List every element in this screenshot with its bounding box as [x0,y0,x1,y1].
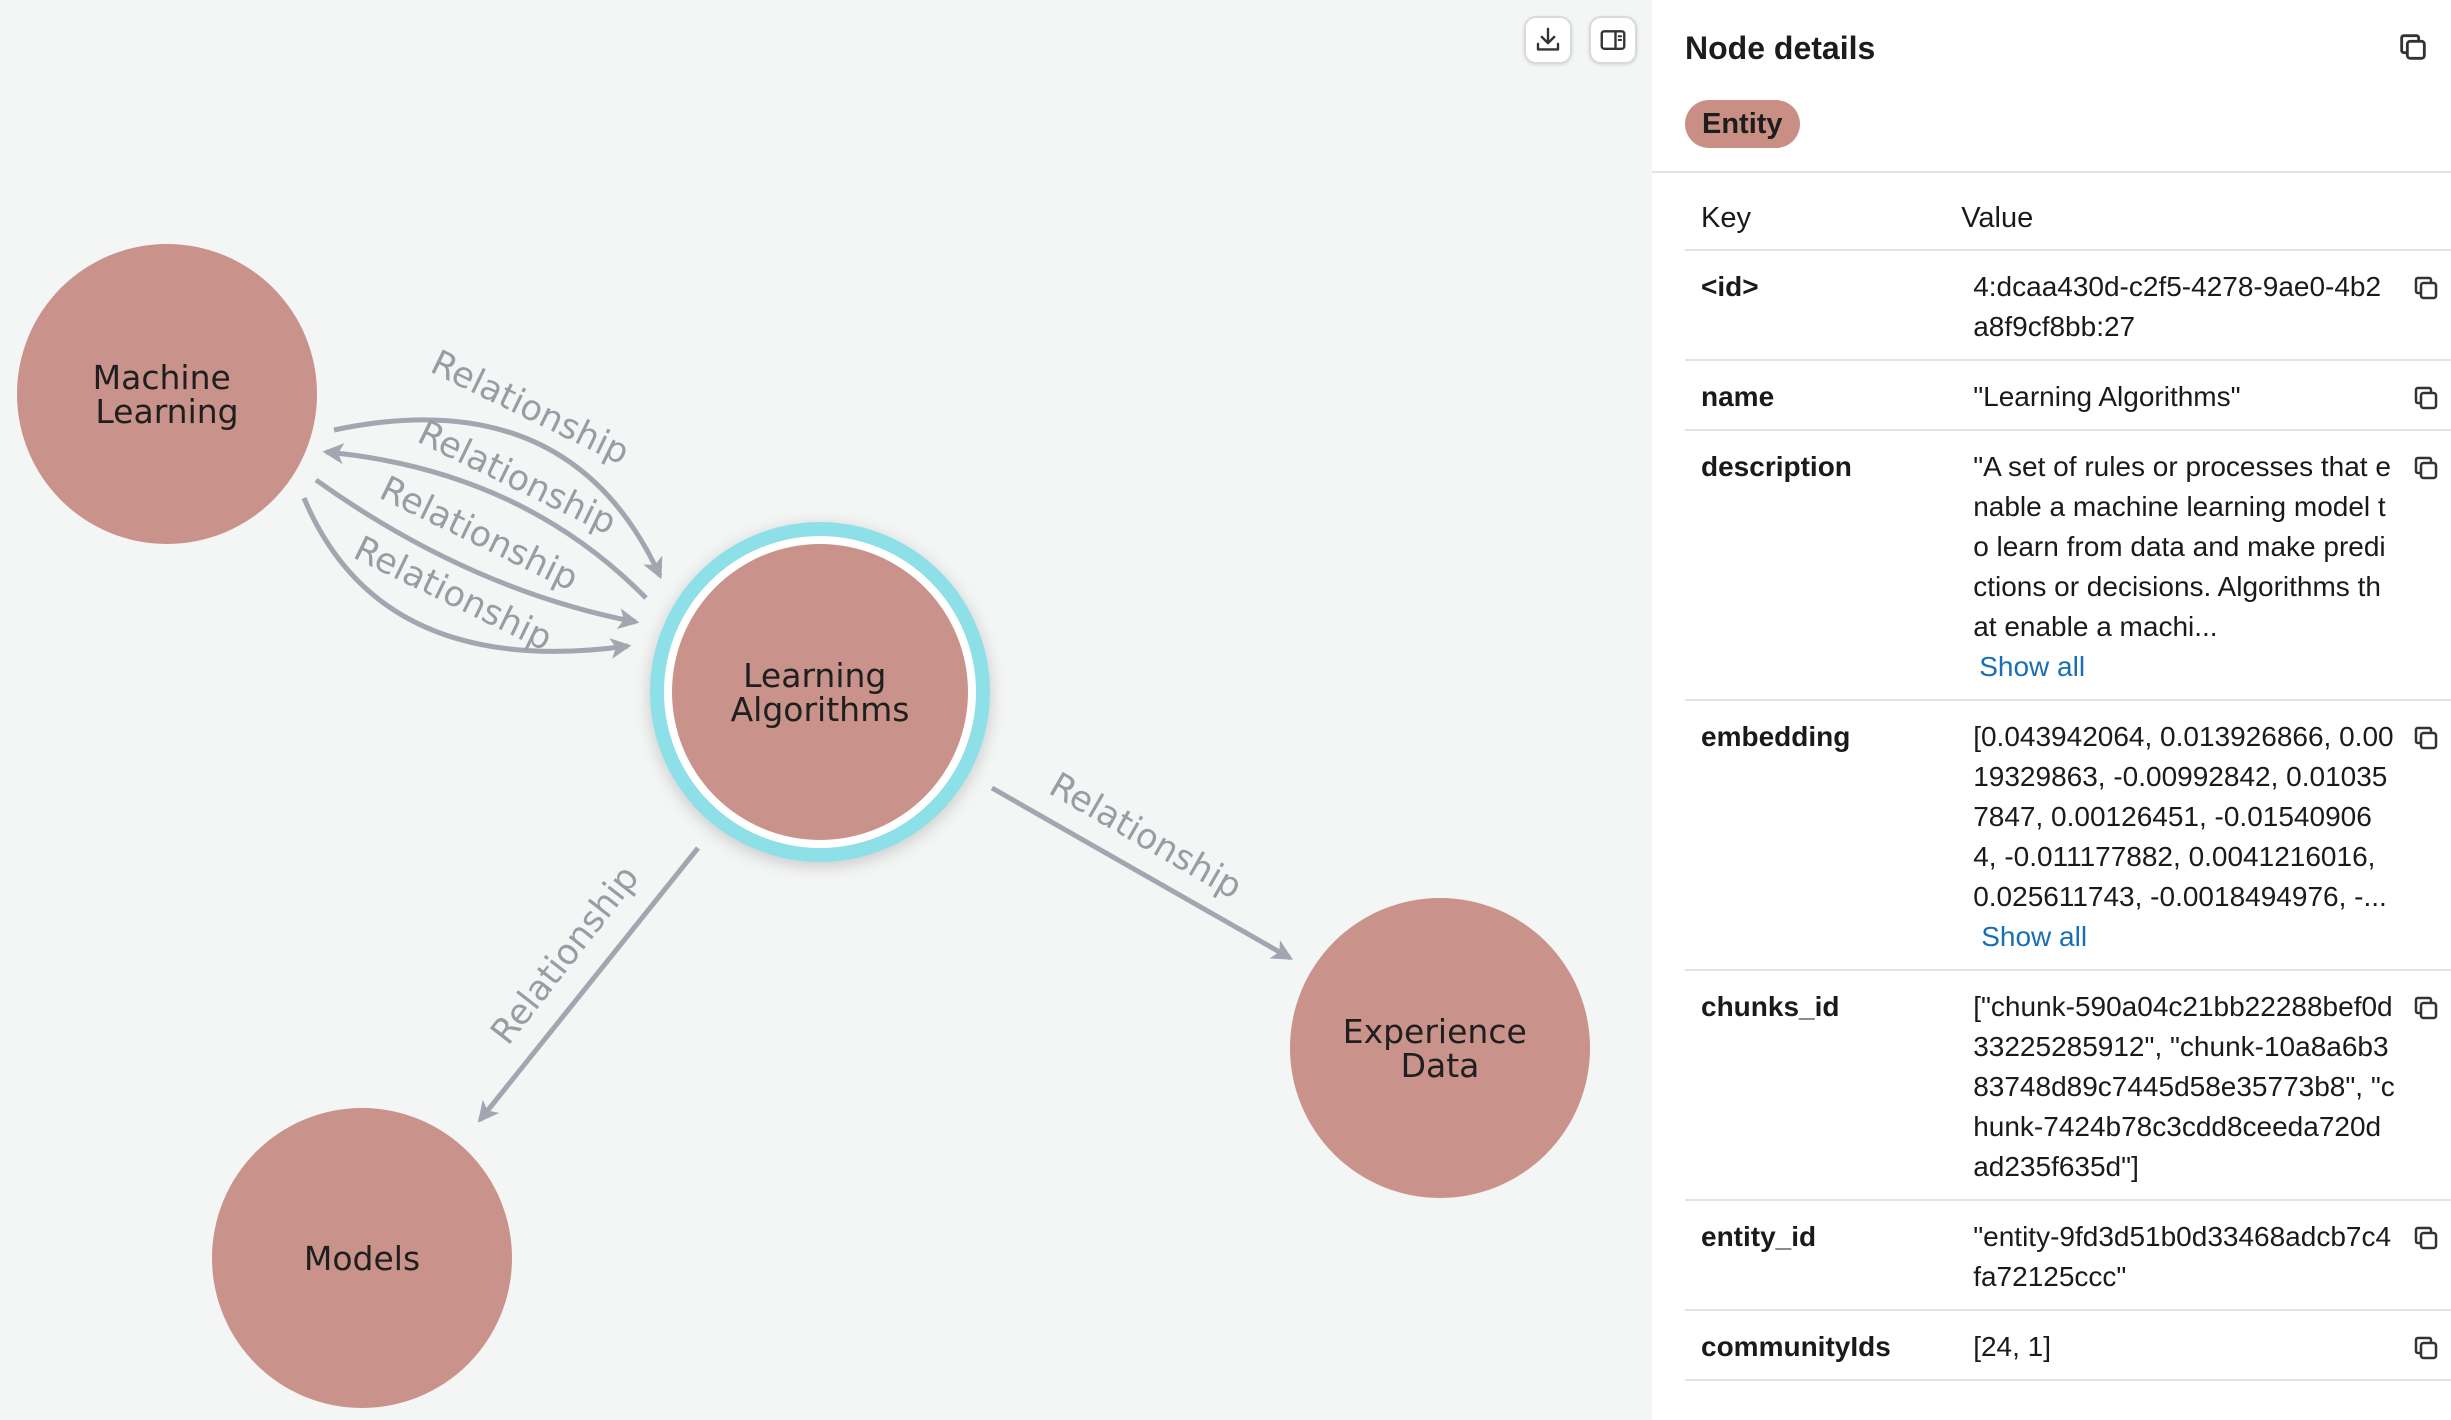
edge-la-ml[interactable] [322,443,648,600]
property-value: "Learning Algorithms" [1941,360,2411,431]
node-models[interactable]: Models [212,1108,512,1408]
download-icon [1536,27,1560,51]
graph-svg[interactable]: Relationship Relationship Relationship R… [0,0,1652,1420]
download-button[interactable] [1524,16,1572,64]
copy-icon[interactable] [2411,453,2441,483]
column-header-actions [2410,196,2451,251]
property-value: 4:dcaa430d-c2f5-4278-9ae0-4b2a8f9cf8bb:2… [1941,250,2411,361]
property-value: ["chunk-590a04c21bb22288bef0d33225285912… [1941,970,2411,1201]
table-row: name "Learning Algorithms" [1685,360,2451,431]
property-value: "entity-9fd3d51b0d33468adcb7c4fa72125ccc… [1941,1200,2411,1311]
property-value: [0.043942064, 0.013926866, 0.0019329863,… [1941,700,2411,971]
node-label-learning-algorithms: Learning Algorithms [731,656,910,729]
property-value-text: [0.043942064, 0.013926866, 0.0019329863,… [1973,721,2394,912]
property-key: name [1685,360,1942,431]
edges [301,417,1294,1123]
node-label-experience-data: Experience Data [1343,1012,1538,1085]
table-row: description"A set of rules or processes … [1685,430,2451,701]
edge-la-exp[interactable] [990,785,1294,961]
show-all-link[interactable]: Show all [1981,921,2088,952]
table-row: <id> 4:dcaa430d-c2f5-4278-9ae0-4b2a8f9cf8… [1685,250,2451,361]
property-key: description [1685,430,1942,701]
edge-ml-la-3[interactable] [301,497,632,659]
property-value-text: "entity-9fd3d51b0d33468adcb7c4fa72125ccc… [1973,1221,2392,1292]
show-all-link[interactable]: Show all [1979,651,2086,682]
property-value-text: ["chunk-590a04c21bb22288bef0d33225285912… [1973,991,2395,1182]
panel-title: Node details [1685,30,1876,66]
node-experience-data[interactable]: Experience Data [1290,898,1590,1198]
node-details-panel: Node details Entity Key Value <id> 4:dcaa… [1652,0,2451,1420]
edge-label-5: Relationship [483,858,647,1052]
panel-divider [1652,171,2451,173]
table-row: communityIds [24, 1] [1685,1310,2451,1381]
table-row: entity_id "entity-9fd3d51b0d33468adcb7c4f… [1685,1200,2451,1311]
copy-cell [2410,700,2451,971]
node-label-machine-learning: Machine Learning [93,358,242,431]
property-key: embedding [1685,700,1942,971]
graph-canvas[interactable]: Relationship Relationship Relationship R… [0,0,1652,1420]
node-machine-learning[interactable]: Machine Learning [17,244,317,544]
copy-icon[interactable] [2411,993,2441,1023]
edge-la-models[interactable] [477,846,700,1123]
property-key: communityIds [1685,1310,1942,1381]
table-row: chunks_id["chunk-590a04c21bb22288bef0d33… [1685,970,2451,1201]
property-value-text: "A set of rules or processes that enable… [1973,451,2391,642]
edge-ml-la-2[interactable] [314,477,640,629]
copy-cell [2410,1200,2451,1311]
properties-table: Key Value <id> 4:dcaa430d-c2f5-4278-9ae0-… [1685,196,2451,1381]
copy-cell [2410,250,2451,361]
copy-cell [2410,970,2451,1201]
property-key: chunks_id [1685,970,1942,1201]
copy-cell [2410,360,2451,431]
copy-icon[interactable] [2411,723,2441,753]
copy-icon[interactable] [2411,273,2441,303]
property-value-text: [24, 1] [1973,1331,2052,1362]
toggle-details-panel-button[interactable] [1589,16,1637,64]
copy-all-icon[interactable] [2396,30,2430,64]
column-header-key: Key [1685,196,1942,251]
node-label-models: Models [304,1239,420,1278]
property-key: <id> [1685,250,1942,361]
copy-icon[interactable] [2411,383,2441,413]
column-header-value: Value [1941,196,2411,251]
property-value-text: "Learning Algorithms" [1973,381,2241,412]
table-header-row: Key Value [1685,196,2451,251]
copy-icon[interactable] [2411,1223,2441,1253]
property-value: [24, 1] [1941,1310,2411,1381]
copy-cell [2410,1310,2451,1381]
node-learning-algorithms[interactable]: Learning Algorithms [650,522,990,862]
entity-label-badge[interactable]: Entity [1685,100,1800,148]
property-value: "A set of rules or processes that enable… [1941,430,2411,701]
edge-ml-la-1[interactable] [333,417,663,580]
table-row: embedding[0.043942064, 0.013926866, 0.00… [1685,700,2451,971]
sidebar-toggle-icon [1600,30,1626,50]
property-key: entity_id [1685,1200,1942,1311]
copy-icon[interactable] [2411,1333,2441,1363]
copy-cell [2410,430,2451,701]
property-value-text: 4:dcaa430d-c2f5-4278-9ae0-4b2a8f9cf8bb:2… [1973,271,2382,342]
properties-rows: <id> 4:dcaa430d-c2f5-4278-9ae0-4b2a8f9cf8… [1685,250,2451,1381]
